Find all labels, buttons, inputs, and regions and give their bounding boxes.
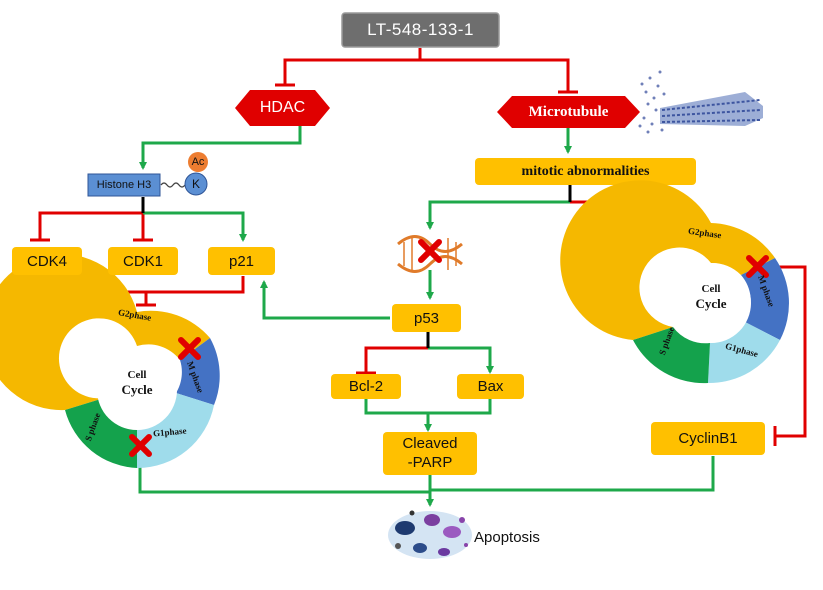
right-cell-cycle-ring [560, 180, 789, 384]
dna-helix-icon [397, 235, 463, 273]
compound-label: LT-548-133-1 [367, 20, 474, 39]
p53-box: p53 [392, 304, 461, 332]
left-cycle-line2: Cycle [121, 382, 153, 398]
right-cycle-line2: Cycle [695, 296, 727, 312]
mitotic-label: mitotic abnormalities [521, 163, 650, 179]
right-cycle-line1: Cell [701, 283, 721, 295]
inhibit-hdac-line [283, 48, 422, 85]
left-cycle-center-label: Cell Cycle [107, 369, 167, 398]
microtubule-label: Microtubule [528, 103, 609, 120]
acetyl-label: Ac [191, 156, 205, 168]
right-cycle-m-block-x-icon [746, 255, 769, 278]
bcl2-bax-bracket [364, 399, 492, 415]
bax-box: Bax [457, 374, 524, 399]
histone-label: Histone H3 [96, 179, 152, 191]
cleaved-parp-line2: -PARP [407, 453, 453, 471]
inhibit-microtubule-line [420, 58, 570, 92]
histone-box [87, 173, 161, 197]
acetyl-circle [188, 152, 208, 172]
left-cycle-s-block-x-icon [129, 434, 152, 457]
inhibit-bcl2-line [364, 346, 428, 373]
apoptosis-cells-icon [388, 510, 472, 559]
left-cell-cycle-ring [0, 254, 220, 469]
microtubule-illustration [638, 70, 763, 134]
cleaved-parp-line1: Cleaved [402, 434, 458, 452]
cdk1-box: CDK1 [108, 247, 178, 275]
cdk4-box: CDK4 [12, 247, 82, 275]
histone-tail [160, 182, 186, 188]
microtubule-hexagon [497, 96, 640, 128]
hdac-label: HDAC [259, 99, 306, 116]
cyclinb1-to-apoptosis-line [430, 456, 715, 492]
bcl2-box: Bcl-2 [331, 374, 401, 399]
left-cycle-line1: Cell [127, 369, 147, 381]
apoptosis-label: Apoptosis [474, 528, 540, 546]
p53-to-p21-arrow [260, 280, 390, 320]
lysine-circle [184, 172, 208, 196]
inhibit-cdk4-line [38, 211, 143, 240]
dna-block-x-icon [418, 239, 442, 263]
histone-to-p21-arrow [143, 211, 247, 242]
mitotic-box [475, 158, 696, 185]
lysine-label: K [191, 177, 200, 191]
inhibit-cyclinb1-line [775, 265, 807, 438]
p53-to-bax-arrow [428, 346, 494, 374]
hdac-to-histone-arrow [139, 120, 302, 170]
left-cycle-m-block-x-icon [178, 337, 201, 360]
cyclinb1-box: CyclinB1 [651, 422, 765, 455]
p21-box: p21 [208, 247, 275, 275]
cleaved-parp-box: Cleaved -PARP [383, 432, 477, 475]
mitotic-to-dna-arrow [426, 200, 570, 230]
right-cycle-center-label: Cell Cycle [681, 283, 741, 312]
hdac-hexagon [235, 90, 330, 126]
compound-box [341, 12, 500, 48]
